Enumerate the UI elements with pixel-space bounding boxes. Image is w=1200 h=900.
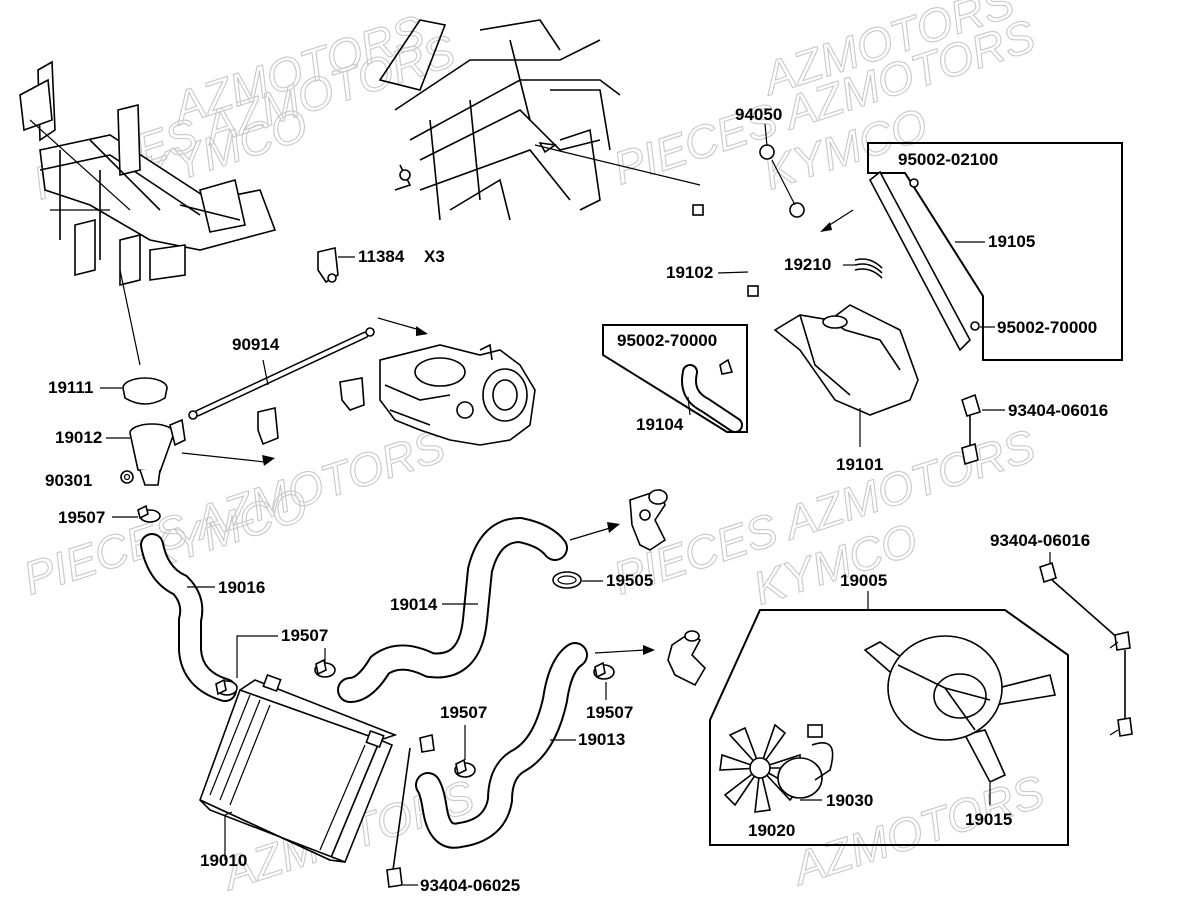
hose-19016 (140, 533, 237, 702)
part-label-19012: 19012 (55, 428, 102, 447)
filler-neck-19012 (129, 418, 186, 486)
pipe-19102 (692, 173, 759, 297)
arrowhead (820, 222, 832, 232)
part-label-11384: 11384 (358, 247, 405, 266)
clamp-19507-radiator (215, 678, 238, 696)
part-label-19505: 19505 (606, 571, 653, 590)
part-label-19005: 19005 (840, 571, 887, 590)
hose-19013 (415, 642, 588, 849)
fan-shroud-19015 (863, 635, 1056, 784)
clamp-19505 (552, 571, 582, 589)
part-label-95002-02100: 95002-02100 (898, 150, 998, 169)
clip-11384 (317, 247, 339, 284)
frame-front-drawing (19, 60, 277, 287)
cap-19111 (122, 377, 168, 405)
part-label-19104: 19104 (636, 415, 684, 434)
bolt-93404-06016-right (1039, 561, 1133, 737)
part-label-19013: 19013 (578, 730, 625, 749)
clamp-19507-upper-left (137, 504, 161, 523)
leader-frame-to-pipe (534, 144, 701, 186)
part-label-19020: 19020 (748, 821, 795, 840)
bolt-93404-06025 (386, 734, 435, 888)
callout-box-19005 (709, 609, 1069, 846)
part-label-19010: 19010 (200, 851, 247, 870)
part-label-95002-70000-left: 95002-70000 (617, 331, 717, 350)
part-label-19102: 19102 (666, 263, 713, 282)
hose-19014 (337, 516, 568, 703)
part-label-19507-right: 19507 (586, 703, 633, 722)
part-label-19014: 19014 (390, 595, 438, 614)
clamp-19210 (854, 258, 883, 279)
reservoir-19101 (773, 304, 919, 416)
part-label-19507-lower: 19507 (440, 703, 487, 722)
hose-19105 (868, 170, 980, 352)
part-label-19507-upper-left: 19507 (58, 508, 105, 527)
quantity-label-x3: X3 (424, 247, 445, 266)
part-label-19101: 19101 (836, 455, 883, 474)
part-label-93404-06016-top: 93404-06016 (1008, 401, 1108, 420)
bolt-94050 (759, 144, 805, 218)
arrow-hose-to-thermostat (594, 649, 646, 654)
water-pump-outlet (629, 488, 668, 551)
arrow-hose-to-pump (569, 527, 611, 541)
arrow-hose-to-engine (377, 317, 421, 331)
clip-near-engine-2 (257, 407, 279, 446)
hose-19104 (681, 358, 743, 433)
callout-box-19105 (867, 142, 1123, 361)
part-label-19016: 19016 (218, 578, 265, 597)
part-label-90914: 90914 (232, 335, 280, 354)
fan-motor-19030 (777, 724, 834, 799)
clamp-19507-lower (454, 758, 476, 778)
arrow-neck-to-clip (181, 452, 266, 463)
part-label-19105: 19105 (988, 232, 1035, 251)
part-label-90301: 90301 (45, 471, 92, 490)
engine-housing (379, 343, 536, 446)
watermark: AZMOTORS (784, 765, 1050, 896)
part-label-19210: 19210 (784, 255, 831, 274)
part-label-94050: 94050 (735, 105, 782, 124)
clamp-19507-right (593, 661, 615, 680)
part-label-19111: 19111 (48, 378, 93, 397)
part-label-19015: 19015 (965, 810, 1012, 829)
frame-center-drawing (378, 19, 621, 221)
part-label-93404-06025: 93404-06025 (420, 876, 520, 895)
hose-90914 (188, 327, 375, 420)
thermostat-elbow (667, 630, 707, 687)
bolt-93404-06016-top (961, 393, 981, 466)
radiator-19010 (198, 673, 398, 863)
bolt-90301 (120, 470, 134, 484)
part-label-19030: 19030 (826, 791, 873, 810)
part-label-93404-06016-right: 93404-06016 (990, 531, 1090, 550)
part-label-19507-center: 19507 (281, 626, 328, 645)
clamp-19507-center (314, 658, 336, 678)
clip-near-engine-1 (339, 377, 365, 411)
leader-frame-to-cap (119, 269, 141, 366)
part-label-95002-70000-right: 95002-70000 (997, 318, 1097, 337)
